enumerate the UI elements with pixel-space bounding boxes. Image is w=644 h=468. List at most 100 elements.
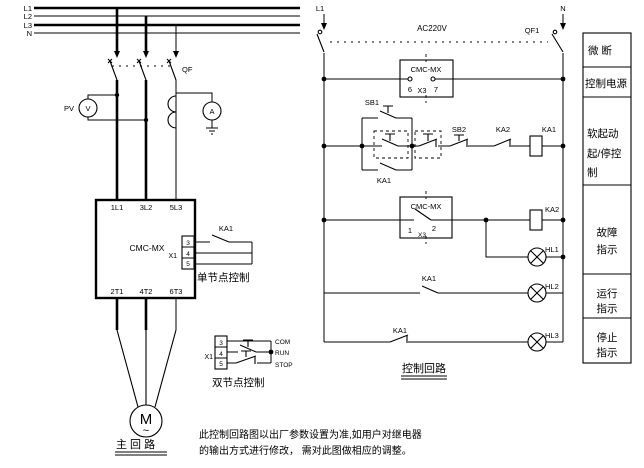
ka1-run-contact-label: KA1 bbox=[422, 274, 436, 283]
lamp-hl2: HL2 bbox=[527, 282, 559, 303]
pin-x3b: X3 bbox=[418, 232, 426, 239]
dual-node-control: X1 3 4 5 COM RUN STOP 双节点控制 bbox=[204, 335, 293, 389]
stop-pushbutton bbox=[235, 350, 257, 364]
voltage-label: AC220V bbox=[417, 24, 447, 33]
ka1-hold-label: KA1 bbox=[377, 176, 391, 185]
control-circuit: L1 N QF1 AC220V CMC-MX bbox=[316, 4, 566, 380]
terminal-5l3: 5L3 bbox=[170, 203, 183, 212]
pin-6: 6 bbox=[408, 85, 412, 94]
control-circuit-caption: 控制回路 bbox=[402, 361, 446, 375]
sb1-start-button: SB1 bbox=[362, 98, 412, 119]
arrow-down-icon bbox=[114, 51, 120, 58]
x1b-pin-4: 4 bbox=[219, 351, 223, 358]
wire-label-run: RUN bbox=[275, 350, 289, 357]
ka2-coil: KA2 bbox=[529, 205, 559, 231]
breaker-qf1-label: QF1 bbox=[525, 26, 540, 35]
bus-label-l3: L3 bbox=[24, 21, 32, 30]
ka1-coil: KA1 bbox=[529, 125, 556, 157]
bus-label-l2: L2 bbox=[24, 12, 32, 21]
x1-pin-4: 4 bbox=[186, 251, 190, 258]
legend-breaker: 微 断 bbox=[588, 44, 612, 57]
dual-node-caption: 双节点控制 bbox=[212, 376, 265, 389]
bus-label-l1: L1 bbox=[24, 4, 32, 13]
control-power-row: CMC-MX 6 X3 7 bbox=[321, 54, 566, 103]
soft-starter-box: 1L1 3L2 5L3 CMC-MX X1 3 4 5 2T1 4T2 6T3 bbox=[94, 198, 197, 300]
voltmeter-symbol: V bbox=[85, 104, 90, 113]
terminal-6t3: 6T3 bbox=[170, 287, 183, 296]
x1-pin-3: 3 bbox=[186, 240, 190, 247]
ka2-interlock-contact: KA2 bbox=[493, 125, 512, 147]
terminal-2t1: 2T1 bbox=[111, 287, 124, 296]
legend-sidebar: 微 断 控制电源 软起动 起/停控 制 故障 指示 运行 指示 停止 指示 bbox=[582, 32, 632, 364]
fault-box-model: CMC-MX bbox=[411, 202, 442, 211]
run-pushbutton bbox=[239, 339, 257, 353]
ka2-coil-label: KA2 bbox=[545, 205, 559, 214]
note-line-1: 此控制回路图以出厂参数设置为准,如用户对继电器 bbox=[199, 428, 422, 441]
legend-softstart-2: 起/停控 bbox=[587, 147, 622, 160]
terminal-4t2: 4T2 bbox=[140, 287, 153, 296]
voltmeter-pv: V PV bbox=[64, 92, 149, 123]
starter-model: CMC-MX bbox=[130, 243, 165, 253]
ctrl-l1-label: L1 bbox=[316, 4, 324, 13]
ctrl-n-label: N bbox=[560, 4, 565, 13]
ka1-contact bbox=[211, 234, 230, 243]
ka1-stop-contact-label: KA1 bbox=[393, 326, 407, 335]
x1b-pin-5: 5 bbox=[219, 361, 223, 368]
stop-row: KA1 HL3 bbox=[324, 326, 563, 352]
main-circuit-caption: 主 回 路 bbox=[116, 438, 155, 451]
lamp-hl1: HL1 bbox=[485, 220, 566, 267]
ka1-contact-label: KA1 bbox=[219, 224, 233, 233]
lamp-hl3: HL3 bbox=[527, 331, 559, 352]
hl1-label: HL1 bbox=[545, 245, 559, 254]
legend-fault-2: 指示 bbox=[597, 243, 618, 256]
wire-label-stop: STOP bbox=[275, 362, 293, 369]
hl3-label: HL3 bbox=[545, 331, 559, 340]
fault-row: CMC-MX 1 X3 2 KA2 HL1 bbox=[321, 191, 566, 267]
control-supply: L1 N QF1 AC220V bbox=[316, 4, 566, 342]
sb1-label: SB1 bbox=[365, 98, 379, 107]
power-box-model: CMC-MX bbox=[411, 65, 442, 74]
motor-symbol: M bbox=[140, 411, 153, 428]
x1-block-label: X1 bbox=[168, 253, 177, 260]
legend-softstart-3: 制 bbox=[587, 166, 598, 179]
pin-1: 1 bbox=[408, 226, 412, 235]
arrow-down-icon bbox=[560, 23, 566, 30]
optional-stop-button bbox=[414, 130, 442, 159]
wire-label-com: COM bbox=[275, 339, 290, 346]
pin-2: 2 bbox=[432, 224, 436, 233]
bus-label-n: N bbox=[27, 29, 32, 38]
sb2-label: SB2 bbox=[452, 125, 466, 134]
arrow-down-icon bbox=[143, 51, 149, 58]
pin-7: 7 bbox=[434, 85, 438, 94]
terminal-1l1: 1L1 bbox=[111, 203, 124, 212]
note: 此控制回路图以出厂参数设置为准,如用户对继电器 的输出方式进行修改， 需对此图做… bbox=[199, 428, 422, 457]
legend-fault-1: 故障 bbox=[597, 226, 618, 239]
legend-stop-2: 指示 bbox=[597, 346, 618, 359]
note-line-2: 的输出方式进行修改， 需对此图做相应的调整。 bbox=[199, 444, 412, 457]
x1b-pin-3: 3 bbox=[219, 340, 223, 347]
pv-label: PV bbox=[64, 104, 74, 113]
x1-block-label-2: X1 bbox=[204, 354, 213, 361]
ammeter-symbol: A bbox=[209, 107, 214, 116]
single-node-control: KA1 单节点控制 bbox=[194, 224, 253, 284]
arrow-down-icon bbox=[173, 51, 179, 58]
legend-control-power: 控制电源 bbox=[585, 77, 627, 90]
arrow-down-icon bbox=[321, 23, 327, 30]
optional-start-button bbox=[373, 130, 409, 159]
x1-pin-5: 5 bbox=[186, 261, 190, 268]
main-circuit: L1 L2 L3 N QF bbox=[24, 4, 300, 456]
hl2-label: HL2 bbox=[545, 282, 559, 291]
legend-run-1: 运行 bbox=[597, 287, 618, 300]
ground-icon bbox=[206, 127, 218, 135]
run-row: KA1 HL2 bbox=[324, 274, 563, 303]
motor-wave: ~ bbox=[143, 425, 149, 437]
single-node-caption: 单节点控制 bbox=[197, 271, 250, 284]
ka1-coil-label: KA1 bbox=[542, 125, 556, 134]
ammeter-ct: A bbox=[167, 92, 222, 135]
ka2-contact-label: KA2 bbox=[496, 125, 510, 134]
legend-softstart-1: 软起动 bbox=[587, 127, 619, 140]
motor: M ~ 主 回 路 bbox=[115, 298, 177, 456]
sb2-stop-button: SB2 bbox=[449, 125, 469, 147]
